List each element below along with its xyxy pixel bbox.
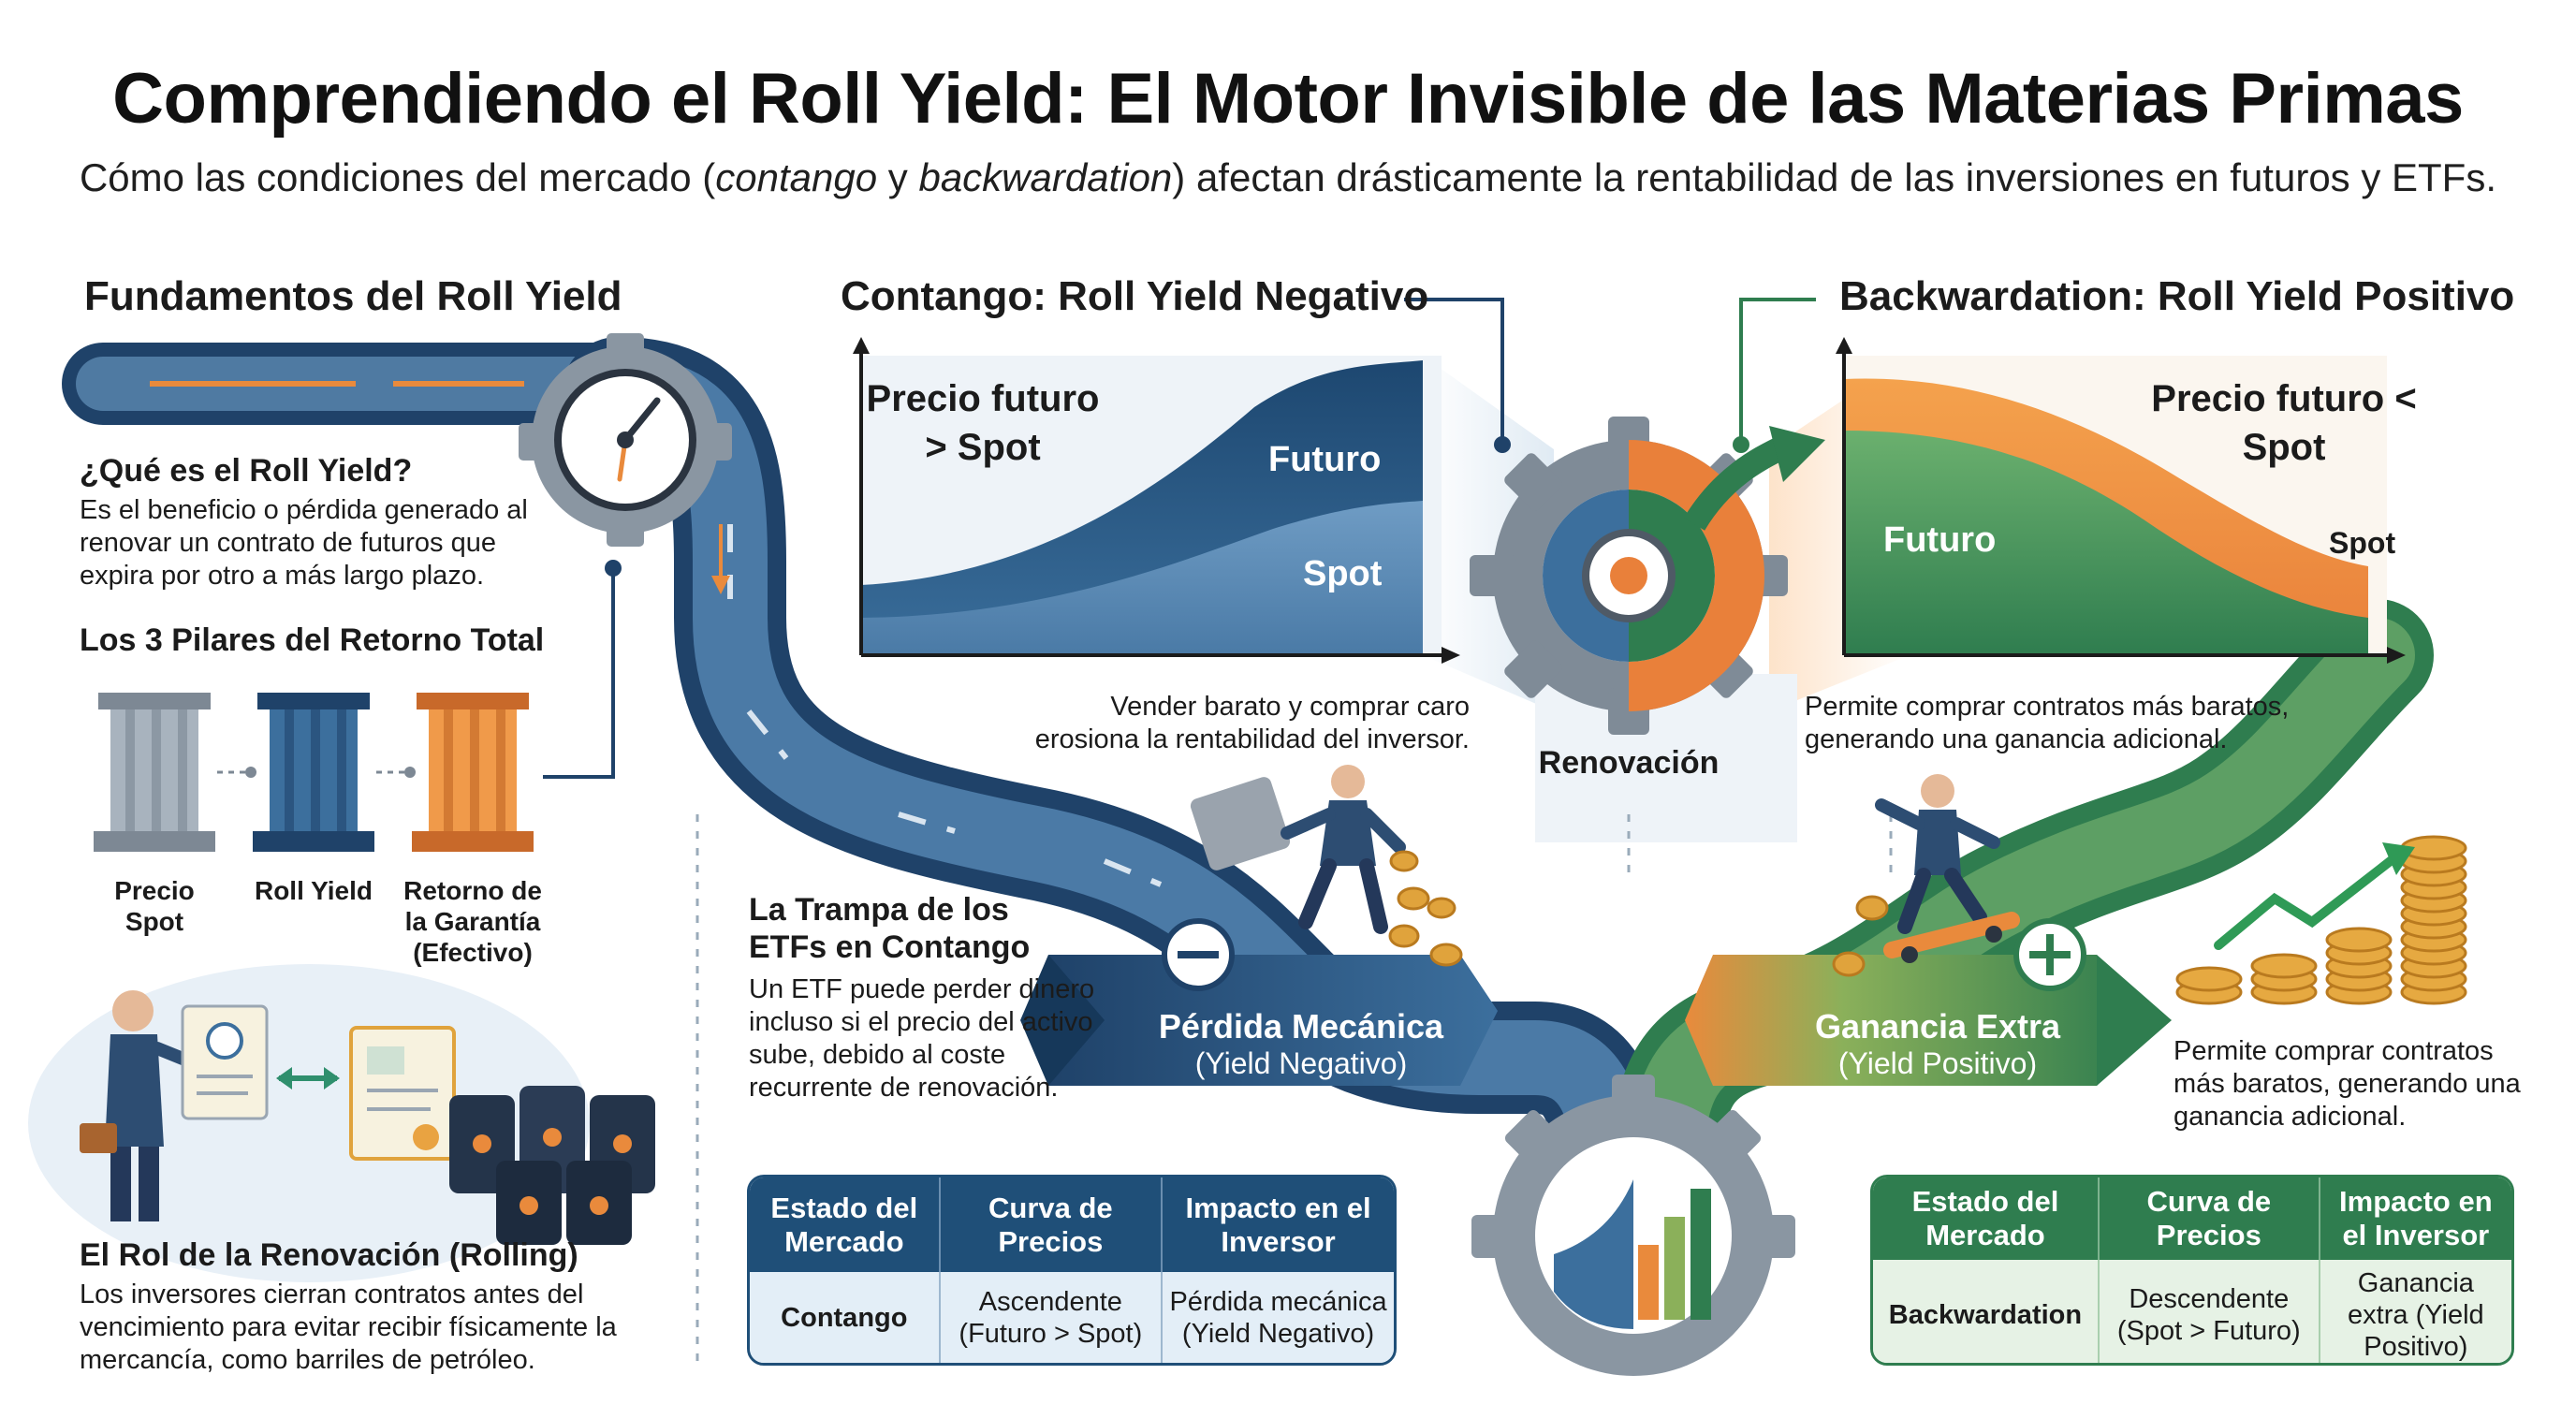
pillar-label-spot: Precio Spot (114, 876, 195, 936)
rolling-body: Los inversores cierran contratos antes d… (80, 1280, 617, 1375)
subtitle-mid: y (877, 155, 919, 199)
pillar-label-collateral: Retorno de la Garantía (Efectivo) (403, 876, 542, 967)
subtitle-post: ) afectan drásticamente la rentabilidad … (1172, 155, 2497, 199)
rolling-title: El Rol de la Renovación (Rolling) (80, 1237, 578, 1273)
rising-arrow-head-icon (1769, 426, 1825, 482)
pillars-title: Los 3 Pilares del Retorno Total (80, 622, 545, 658)
pillar-spot-icon (94, 693, 215, 852)
backwardation-chart-label: Precio futuro < Spot (2151, 378, 2417, 468)
pillar-roll-yield-icon (253, 693, 374, 852)
oil-barrels-icon (449, 1086, 655, 1245)
backwardation-table-header-1: Estado del Mercado (1873, 1177, 2100, 1260)
coin-stacks-icon (2175, 835, 2467, 1005)
flying-coins-icon (1832, 895, 1889, 977)
fundamentals-heading: Fundamentos del Roll Yield (84, 273, 622, 319)
contango-table-cell-3: Pérdida mecánica (Yield Negativo) (1162, 1272, 1394, 1363)
minus-sign-icon (1178, 951, 1219, 958)
pillars-connector (543, 571, 615, 779)
subtitle-pre: Cómo las condiciones del mercado ( (79, 155, 716, 199)
backwardation-flow-arrow (1685, 955, 2134, 1086)
backwardation-table-cell-3: Ganancia extra (Yield Positivo) (2319, 1260, 2511, 1363)
backwardation-table-cell-1: Backwardation (1873, 1260, 2100, 1363)
subtitle-backwardation: backwardation (918, 155, 1173, 199)
backwardation-futuro-label: Futuro (1883, 520, 1997, 560)
etf-trap-title: La Trampa de los ETFs en Contango (749, 892, 1031, 965)
businessman-icon (80, 990, 198, 1221)
backwardation-flow-sub: (Yield Positivo) (1837, 1046, 2038, 1080)
etf-trap-body: Un ETF puede perder dinero incluso si el… (749, 974, 1095, 1103)
skateboarder-investor-icon (1875, 774, 2021, 963)
contango-spot-label: Spot (1303, 554, 1383, 593)
backwardation-arrow-head (2097, 955, 2172, 1086)
contango-heading: Contango: Roll Yield Negativo (841, 273, 1429, 319)
page-subtitle: Cómo las condiciones del mercado (contan… (0, 155, 2576, 200)
pillar-label-roll-yield: Roll Yield (254, 876, 373, 905)
contango-arrow-tail (1020, 955, 1105, 1086)
backwardation-table-header-3: Impacto en el Inversor (2319, 1177, 2511, 1260)
pillar-collateral-icon (412, 693, 534, 852)
swap-arrows-icon (276, 1067, 340, 1090)
backwardation-table: Estado del Mercado Curva de Precios Impa… (1870, 1175, 2514, 1366)
backwardation-spot-label: Spot (2329, 526, 2396, 560)
falling-coins-icon (1388, 850, 1463, 967)
contango-table-cell-2: Ascendente (Futuro > Spot) (939, 1272, 1164, 1363)
subtitle-contango: contango (715, 155, 878, 199)
what-is-roll-yield-title: ¿Qué es el Roll Yield? (80, 453, 413, 489)
contango-table: Estado del Mercado Curva de Precios Impa… (747, 1175, 1397, 1366)
contango-connector (1404, 298, 1504, 440)
contango-table-header-3: Impacto en el Inversor (1162, 1177, 1394, 1273)
contango-caption: Vender barato y comprar caro erosiona la… (1034, 692, 1470, 754)
backwardation-chart (1836, 337, 2406, 664)
new-contract-icon (349, 1026, 456, 1161)
renewal-label: Renovación (1538, 745, 1720, 781)
bottom-gear-icon (1471, 1075, 1795, 1376)
backwardation-table-cell-2: Descendente (Spot > Futuro) (2098, 1260, 2320, 1363)
page-title: Comprendiendo el Roll Yield: El Motor In… (112, 59, 2464, 139)
contango-futuro-label: Futuro (1268, 440, 1382, 479)
backwardation-flow-label: Ganancia Extra (1814, 1007, 2061, 1046)
backwardation-heading: Backwardation: Roll Yield Positivo (1839, 273, 2515, 319)
backwardation-futures-area (1844, 431, 2368, 655)
plus-sign-v (2046, 934, 2054, 975)
contango-table-cell-1: Contango (750, 1272, 941, 1363)
struggling-investor-icon (1190, 765, 1406, 934)
backwardation-side-text: Permite comprar contratos más baratos, g… (2174, 1036, 2521, 1132)
what-is-roll-yield-body: Es el beneficio o pérdida generado al re… (80, 495, 528, 591)
clock-gauge-icon (519, 333, 732, 547)
contango-table-header-2: Curva de Precios (939, 1177, 1164, 1273)
old-contract-icon (181, 1004, 269, 1120)
rising-arrow-body (1683, 438, 1784, 531)
contango-spot-area (861, 501, 1423, 655)
renewal-gear-icon (1470, 417, 1788, 735)
contango-table-header-1: Estado del Mercado (750, 1177, 941, 1273)
contango-flow-arrow (1048, 955, 1498, 1086)
backwardation-caption: Permite comprar contratos más baratos, g… (1805, 692, 2290, 754)
backwardation-connector (1739, 298, 1816, 440)
contango-chart (853, 337, 1460, 664)
contango-flow-sub: (Yield Negativo) (1194, 1046, 1408, 1080)
contango-chart-label: Precio futuro > Spot (866, 378, 1100, 468)
contango-flow-label: Pérdida Mecánica (1158, 1007, 1444, 1046)
backwardation-table-header-2: Curva de Precios (2098, 1177, 2320, 1260)
